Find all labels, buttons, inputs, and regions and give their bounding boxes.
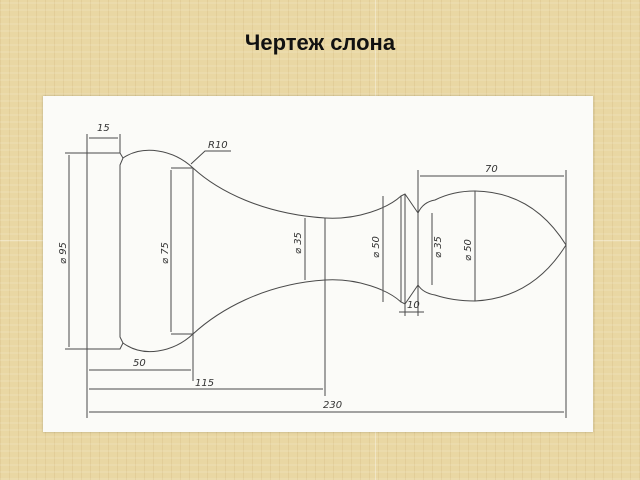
- dim-radius-leader: [190, 150, 231, 165]
- dim-body-diameter-label: ⌀ 75: [160, 242, 171, 264]
- dim-head-length-line: [417, 170, 567, 245]
- dim-collar-inner-diameter-label: ⌀ 35: [433, 236, 444, 258]
- collar-outline: [400, 193, 419, 305]
- dim-body-length-line: [86, 334, 194, 381]
- dim-radius-label: R10: [208, 140, 228, 151]
- body-profile-bottom: [122, 279, 402, 353]
- dim-collar-width-line: [399, 285, 424, 316]
- dim-top-width-label: 15: [97, 123, 110, 134]
- dim-total-length-line: [86, 245, 567, 418]
- dim-base-diameter-line: [65, 152, 87, 350]
- base-outline: [86, 152, 124, 350]
- body-profile-top: [122, 149, 402, 219]
- dim-body-length-label: 50: [133, 358, 146, 369]
- dim-body-diameter-line: [171, 167, 193, 335]
- dim-total-length-label: 230: [323, 400, 342, 411]
- dim-neck-length-label: 115: [195, 378, 214, 389]
- dim-neck-length-line: [86, 280, 326, 396]
- dim-top-width-line: [86, 134, 121, 153]
- dim-collar-width-label: 10: [407, 300, 420, 311]
- drawing-sheet: 15 R10 70 ⌀ 95 ⌀ 75 ⌀ 35 ⌀ 50 ⌀ 35 ⌀ 50 …: [43, 96, 593, 432]
- dim-base-diameter-label: ⌀ 95: [58, 242, 69, 264]
- dim-neck-diameter-label: ⌀ 35: [293, 232, 304, 254]
- technical-drawing: 15 R10 70 ⌀ 95 ⌀ 75 ⌀ 35 ⌀ 50 ⌀ 35 ⌀ 50 …: [58, 123, 567, 418]
- dim-head-diameter-label: ⌀ 50: [463, 239, 474, 261]
- dim-head-length-label: 70: [485, 164, 498, 175]
- dim-collar-diameter-label: ⌀ 50: [371, 236, 382, 258]
- page-title: Чертеж слона: [244, 30, 396, 55]
